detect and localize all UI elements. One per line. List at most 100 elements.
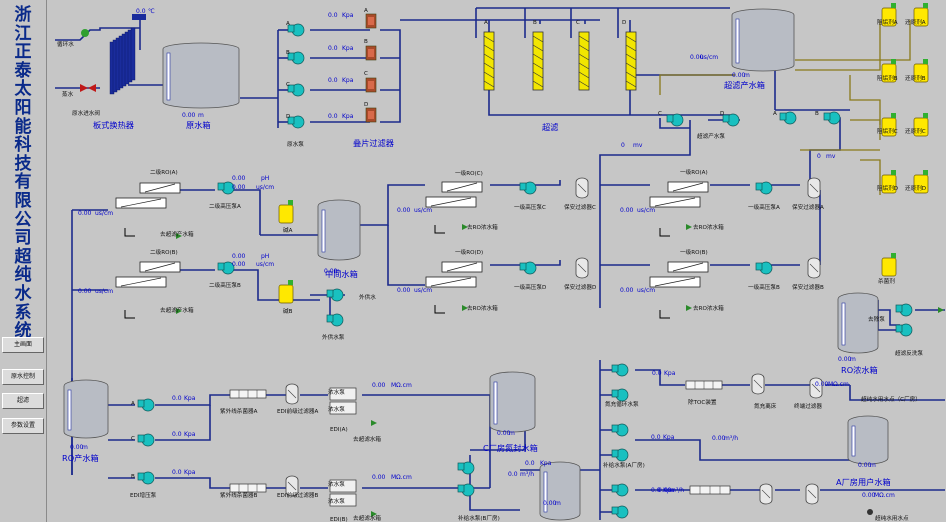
pump-motor-icon[interactable] xyxy=(611,389,619,398)
pump-motor-icon[interactable] xyxy=(217,182,225,191)
edi-booster-c[interactable] xyxy=(137,433,155,447)
pump-motor-icon[interactable] xyxy=(779,112,787,121)
external-supply-pump-1[interactable] xyxy=(326,288,344,302)
pump-motor-icon[interactable] xyxy=(611,484,619,493)
pump-motor-icon[interactable] xyxy=(823,112,831,121)
equipment-label: 除TOC装置 xyxy=(688,398,717,406)
nav-ultrafiltration-button[interactable]: 超滤 xyxy=(2,393,44,409)
value-readout: m xyxy=(555,500,561,507)
b-makeup-pump-1[interactable] xyxy=(457,461,475,475)
equipment-title: A厂房用户水箱 xyxy=(836,477,891,487)
dosing-pipe xyxy=(795,20,881,71)
pump-motor-icon[interactable] xyxy=(895,304,903,313)
removal-pump[interactable] xyxy=(895,303,913,317)
pump-motor-icon[interactable] xyxy=(326,289,334,298)
polish-pump-2[interactable] xyxy=(611,388,629,402)
value-readout: Kpa xyxy=(342,12,354,19)
pump-motor-icon[interactable] xyxy=(137,472,145,481)
ro1-hp-pump-d[interactable] xyxy=(519,261,537,275)
pump-motor-icon[interactable] xyxy=(217,262,225,271)
pump-motor-icon[interactable] xyxy=(457,462,465,471)
external-supply-pump-2[interactable] xyxy=(326,313,344,327)
uf-backwash-pump[interactable] xyxy=(895,323,913,337)
ro-concentrate-tank xyxy=(837,292,879,354)
final-pump-2[interactable] xyxy=(611,505,629,519)
pump-motor-icon[interactable] xyxy=(287,24,295,33)
equipment-label: 二级高压泵B xyxy=(209,281,241,289)
ro-product-tank-body xyxy=(63,379,109,439)
dosing-pipe xyxy=(795,20,911,61)
equipment-label: 去RO浓水箱 xyxy=(467,304,498,312)
ro1-hp-pump-b[interactable] xyxy=(755,261,773,275)
pump-motor-icon[interactable] xyxy=(611,449,619,458)
pump-motor-icon[interactable] xyxy=(287,84,295,93)
security-filter-b xyxy=(807,257,821,279)
circulation-valve-icon[interactable] xyxy=(81,29,89,37)
valve-icon[interactable] xyxy=(80,84,88,92)
raw-pump-b[interactable] xyxy=(287,51,305,65)
raw-pump-d[interactable] xyxy=(287,115,305,129)
pump-motor-icon[interactable] xyxy=(755,182,763,191)
a-makeup-pump-1[interactable] xyxy=(611,423,629,437)
pump-motor-icon[interactable] xyxy=(611,424,619,433)
pump-motor-icon[interactable] xyxy=(755,262,763,271)
ro2-hp-pump-b[interactable] xyxy=(217,261,235,275)
pump-motor-icon[interactable] xyxy=(611,506,619,515)
title-char: 太 xyxy=(14,79,32,100)
ro1-hp-pump-a[interactable] xyxy=(755,181,773,195)
security-filter-a xyxy=(807,177,821,199)
value-readout: 0.00 xyxy=(372,474,386,481)
caustic-a xyxy=(278,200,294,224)
polish-pump-1[interactable] xyxy=(611,363,629,377)
value-readout: 0.00 xyxy=(658,487,672,494)
pump-motor-icon[interactable] xyxy=(137,434,145,443)
value-readout: us/cm xyxy=(637,287,655,294)
value-readout: 0.00 xyxy=(78,288,92,295)
uf-product-tank xyxy=(731,8,795,72)
uf-product-pump-b[interactable] xyxy=(823,111,841,125)
pump-motor-icon[interactable] xyxy=(326,314,334,323)
equipment-label: D xyxy=(286,114,290,120)
ro1a-lower xyxy=(649,196,701,208)
pump-motor-icon[interactable] xyxy=(287,116,295,125)
pump-motor-icon[interactable] xyxy=(519,262,527,271)
b-makeup-pump-2[interactable] xyxy=(457,483,475,497)
equipment-label: C xyxy=(131,436,135,442)
ro1-hp-pump-c[interactable] xyxy=(519,181,537,195)
equipment-label: 超滤产水泵 xyxy=(697,132,725,140)
raw-pump-a[interactable] xyxy=(287,23,305,37)
equipment-label: 一级高压泵B xyxy=(748,283,780,291)
equipment-label: 原水泵 xyxy=(287,140,304,148)
pump-motor-icon[interactable] xyxy=(666,114,674,123)
nav-main-button[interactable]: 主画面 xyxy=(2,337,44,353)
raw-pump-c[interactable] xyxy=(287,83,305,97)
edi-prefilter-a xyxy=(285,383,299,405)
valve-icon[interactable] xyxy=(88,84,96,92)
pump-motor-icon[interactable] xyxy=(722,114,730,123)
ro1a-upper xyxy=(667,181,709,193)
a-makeup-pump-2[interactable] xyxy=(611,448,629,462)
uf-product-pump-a[interactable] xyxy=(779,111,797,125)
ro2b-upper xyxy=(139,261,181,273)
nav-raw-water-button[interactable]: 原水控制 xyxy=(2,369,44,385)
ro2-hp-pump-a[interactable] xyxy=(217,181,235,195)
pump-motor-icon[interactable] xyxy=(287,52,295,61)
pump-motor-icon[interactable] xyxy=(137,399,145,408)
pump-motor-icon[interactable] xyxy=(457,484,465,493)
final-pump-1[interactable] xyxy=(611,483,629,497)
dosing-tank-8 xyxy=(881,253,897,277)
value-readout: m³/h xyxy=(724,435,738,442)
pump-motor-icon[interactable] xyxy=(895,324,903,333)
uf-product-pump-d[interactable] xyxy=(722,113,740,127)
value-readout: 0.00 xyxy=(372,382,386,389)
pump-motor-icon[interactable] xyxy=(519,182,527,191)
nav-settings-button[interactable]: 参数设置 xyxy=(2,418,44,434)
dosing-tank-2 xyxy=(881,59,897,83)
pump-motor-icon[interactable] xyxy=(611,364,619,373)
uf-c xyxy=(578,31,590,91)
edi-booster-a[interactable] xyxy=(137,398,155,412)
edi-booster-b[interactable] xyxy=(137,471,155,485)
raw-water-inlet-valve[interactable] xyxy=(80,84,96,92)
uf-product-pump-c[interactable] xyxy=(666,113,684,127)
dosing-tank-3 xyxy=(913,59,929,83)
